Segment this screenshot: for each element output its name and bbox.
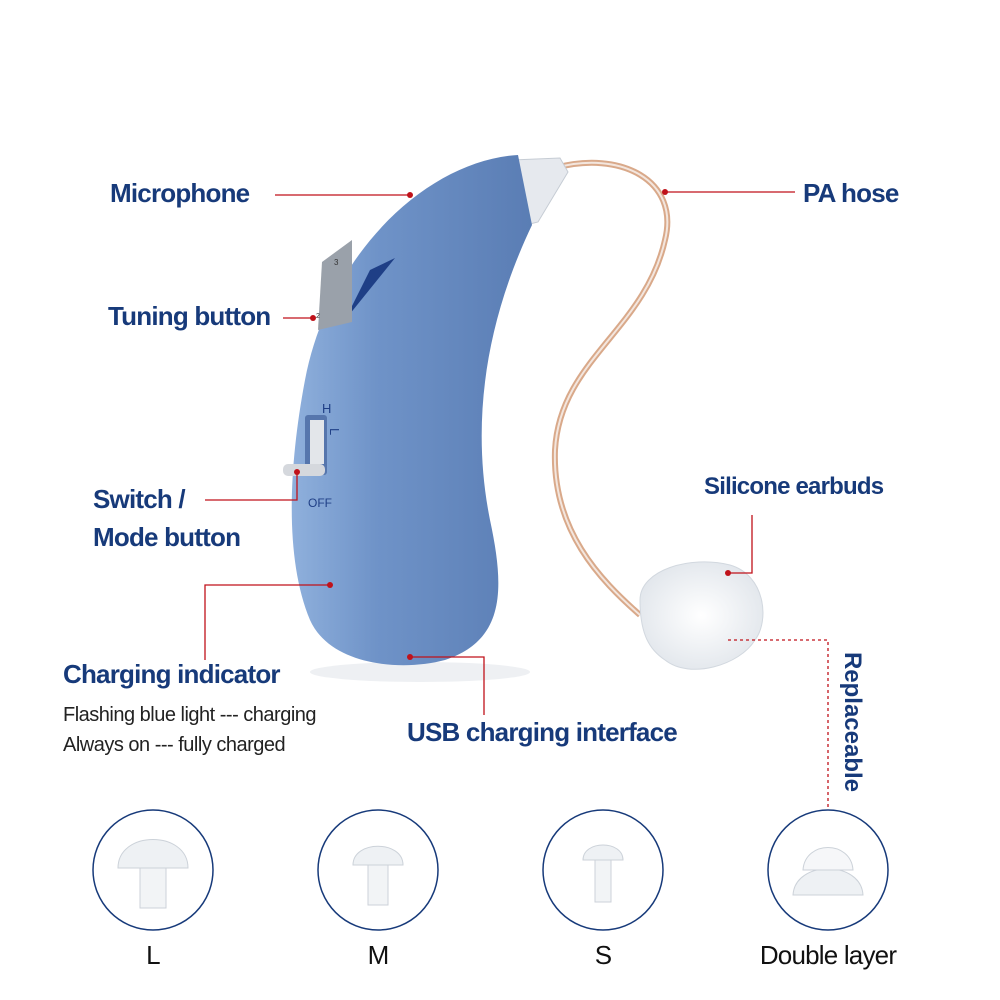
- size-label-double-layer: Double layer: [759, 940, 897, 970]
- label-switch: Switch /: [93, 484, 186, 514]
- device-vent-slit: [345, 258, 395, 320]
- leader-dots: [294, 189, 731, 660]
- pa-hose: [551, 159, 671, 618]
- leader-line-earbuds: [728, 515, 753, 574]
- mode-switch-track: [310, 420, 324, 464]
- label-pa-hose: PA hose: [803, 178, 899, 208]
- device-shadow: [310, 662, 530, 682]
- label-charging-indicator: Charging indicator: [63, 659, 281, 689]
- charging-note-flashing: Flashing blue light --- charging: [63, 704, 317, 726]
- leader-line-replaceable: [728, 639, 829, 810]
- tuning-dial: [318, 240, 352, 330]
- label-replaceable: Replaceable: [839, 651, 866, 793]
- size-label-s: S: [594, 940, 612, 970]
- earbud-size-options: [92, 809, 889, 931]
- size-label-m: M: [367, 940, 390, 970]
- switch-marking-off: OFF: [308, 496, 332, 510]
- mode-switch-lever: [283, 464, 325, 476]
- silicone-earbud: [639, 561, 764, 670]
- label-silicone-earbuds: Silicone earbuds: [704, 473, 884, 500]
- leader-line-charging: [204, 584, 330, 660]
- charging-note-always-on: Always on --- fully charged: [63, 734, 286, 756]
- label-mode-button: Mode button: [93, 522, 241, 552]
- pa-hose-highlight: [553, 161, 669, 616]
- earbud-m: [352, 845, 404, 866]
- earbud-l: [117, 839, 189, 869]
- switch-marking-h: H: [322, 401, 331, 416]
- label-usb-charging: USB charging interface: [407, 717, 678, 747]
- leader-line-usb: [410, 656, 485, 715]
- leader-lines: [204, 191, 829, 810]
- dial-marking-bottom: 2: [316, 313, 320, 320]
- label-microphone: Microphone: [110, 178, 250, 208]
- earbud-s: [582, 844, 624, 861]
- leader-line-switch: [205, 472, 298, 501]
- label-tuning-button: Tuning button: [108, 301, 271, 331]
- size-label-l: L: [146, 940, 160, 970]
- switch-marking-l: L: [327, 428, 342, 435]
- dial-marking-top: 3: [334, 258, 339, 267]
